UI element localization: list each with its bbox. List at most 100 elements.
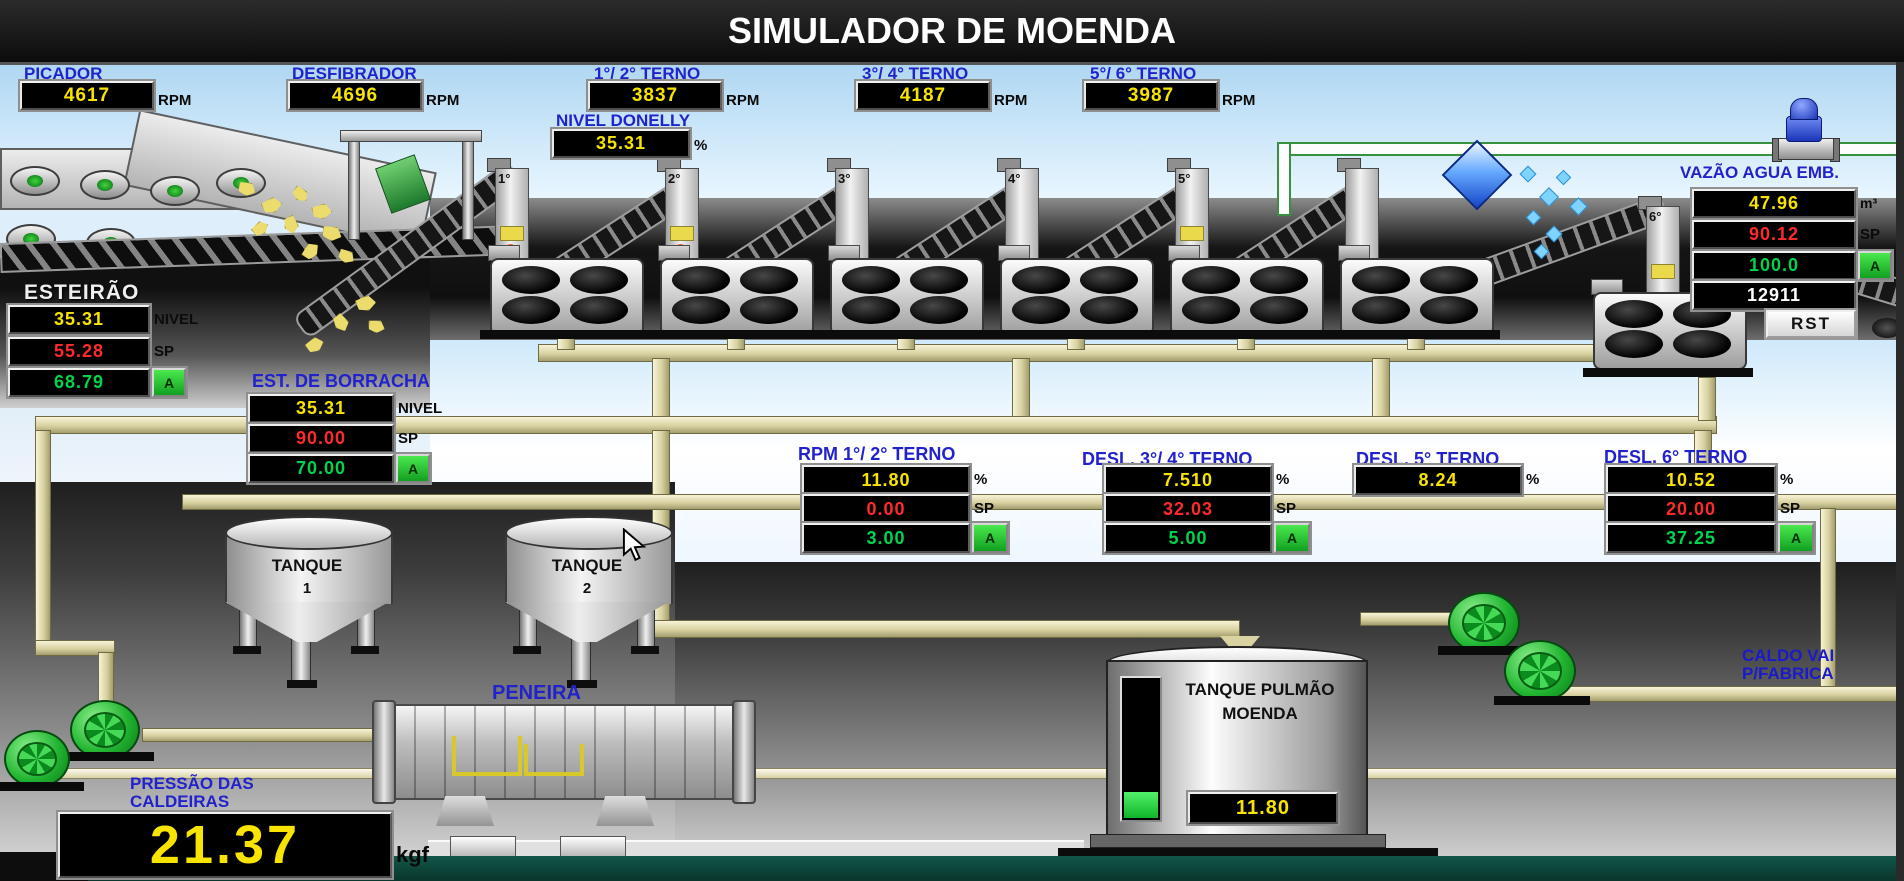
peneira-screen-bracket	[524, 744, 584, 776]
mill-roller	[1182, 266, 1240, 294]
terno56-rpm-label: 5°/ 6° TERNO	[1090, 64, 1197, 83]
desl6-sp-value[interactable]: 20.00	[1606, 494, 1776, 524]
terno34-rpm-unit: RPM	[994, 92, 1028, 109]
water-valve-bonnet	[1786, 116, 1822, 142]
esteirao-auto-button[interactable]: A	[152, 368, 186, 397]
mill-roller	[1250, 296, 1308, 324]
picador-value: 4617	[20, 81, 154, 110]
desl5-label: DESL. 5° TERNO	[1356, 449, 1500, 469]
title-bar	[0, 0, 1904, 65]
pipe-water-drop	[1277, 142, 1291, 216]
caldo-label-line1: CALDO VAI	[1742, 646, 1835, 665]
water-valve-actuator	[1790, 98, 1818, 120]
terno12-rpm-unit: RPM	[726, 92, 760, 109]
pump-base	[58, 752, 154, 761]
desl6-sp-unit: SP	[1780, 500, 1801, 517]
mill-roller	[842, 296, 900, 324]
desl34-pv-unit: %	[1276, 471, 1290, 488]
mill-roller	[502, 296, 560, 324]
desl6-pv-unit: %	[1780, 471, 1794, 488]
tanque2-foot	[631, 646, 659, 654]
vazao-sp-value[interactable]: 90.12	[1692, 220, 1856, 249]
borracha-sp-value[interactable]: 90.00	[248, 424, 394, 453]
peneira-support	[596, 796, 654, 826]
desl6-auto-button[interactable]: A	[1778, 523, 1814, 553]
mill-roller	[1420, 266, 1478, 294]
mill-number-label: 5°	[1178, 171, 1191, 186]
pipe-left-elbow	[35, 640, 115, 656]
peneira-endcap	[732, 700, 756, 804]
mill-roller	[740, 296, 798, 324]
rpm12-auto-button[interactable]: A	[972, 523, 1008, 553]
chute-cane-level	[1180, 226, 1204, 241]
chute-cane-level	[1651, 264, 1675, 279]
mill-roller	[1080, 266, 1138, 294]
terno34-rpm-value: 4187	[856, 81, 990, 110]
vazao-counter-value: 12911	[1692, 281, 1856, 310]
feed-roller	[10, 166, 60, 196]
feed-roller	[80, 170, 130, 200]
vazao-out-value[interactable]: 100.0	[1692, 251, 1856, 280]
vazao-auto-button[interactable]: A	[1858, 251, 1892, 280]
pipe-left-riser	[35, 430, 51, 656]
pipe-pulmao-out	[1360, 612, 1454, 626]
terno56-rpm-unit: RPM	[1222, 92, 1256, 109]
vazao-pv-value: 47.96	[1692, 189, 1856, 218]
desl34-auto-button[interactable]: A	[1274, 523, 1310, 553]
bagasse-roller	[1872, 318, 1902, 338]
tanque-pulmao-level-fill	[1124, 792, 1158, 818]
terno12-rpm-value: 3837	[588, 81, 722, 110]
tanque1-number: 1	[302, 580, 312, 597]
terno34-rpm-label: 3°/ 4° TERNO	[862, 64, 969, 83]
terno12-rpm-label: 1°/ 2° TERNO	[594, 64, 701, 83]
mill-roller	[1352, 296, 1410, 324]
mill-roller	[910, 296, 968, 324]
picador-label: PICADOR	[24, 64, 103, 83]
mill-number-label: 4°	[1008, 171, 1021, 186]
rpm12-label: RPM 1°/ 2° TERNO	[798, 444, 956, 464]
rpm12-pv-value: 11.80	[802, 465, 970, 495]
pipe-caldo-out	[1556, 686, 1904, 702]
borracha-out-value[interactable]: 70.00	[248, 454, 394, 483]
pipe-manifold-mills	[538, 344, 1724, 362]
esteirao-sp-value[interactable]: 55.28	[8, 337, 150, 366]
borracha-nivel-value: 35.31	[248, 394, 394, 423]
rpm12-pv-unit: %	[974, 471, 988, 488]
desl34-sp-value[interactable]: 32.03	[1104, 494, 1272, 524]
donelly-frame-post	[462, 136, 474, 240]
tanque-pulmao-value: 11.80	[1188, 792, 1338, 824]
mill-base	[1583, 368, 1753, 377]
tanque1-foot	[287, 680, 317, 688]
pump	[1504, 640, 1576, 702]
mill-roller	[1605, 330, 1663, 358]
page-title: SIMULADOR DE MOENDA	[728, 10, 1176, 51]
desl5-pv-unit: %	[1526, 471, 1540, 488]
rpm12-out-value[interactable]: 3.00	[802, 523, 970, 553]
esteirao-sp-unit: SP	[154, 343, 175, 360]
pressao-label-line1: PRESSÃO DAS	[130, 774, 254, 793]
pipe-bottom-line	[58, 768, 1904, 779]
esteirao-out-value[interactable]: 68.79	[8, 368, 150, 397]
esteirao-nivel-unit: NIVEL	[154, 311, 199, 328]
pipe-drop-b	[1012, 358, 1030, 420]
chute-cane-level	[500, 226, 524, 241]
mill-roller	[1182, 296, 1240, 324]
picador-unit: RPM	[158, 92, 192, 109]
mill-roller	[1080, 296, 1138, 324]
tanque1-top	[225, 516, 393, 550]
mill-base	[820, 330, 990, 339]
desl34-out-value[interactable]: 5.00	[1104, 523, 1272, 553]
vazao-reset-button[interactable]: RST	[1766, 310, 1856, 338]
borracha-auto-button[interactable]: A	[396, 454, 430, 483]
mill-roller	[1250, 266, 1308, 294]
desl6-out-value[interactable]: 37.25	[1606, 523, 1776, 553]
cursor-arrow-icon	[622, 527, 647, 562]
mill-roller	[1605, 300, 1663, 328]
chute-cane-level	[670, 226, 694, 241]
rpm12-sp-value[interactable]: 0.00	[802, 494, 970, 524]
desl6-pv-value: 10.52	[1606, 465, 1776, 495]
pump	[1448, 592, 1520, 654]
mill-roller	[672, 296, 730, 324]
desl5-pv-value: 8.24	[1354, 465, 1522, 495]
